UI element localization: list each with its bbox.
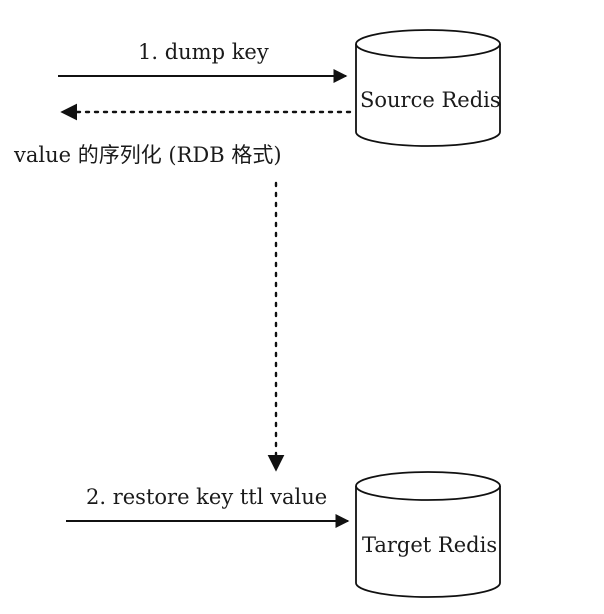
value-edge-label: value 的序列化 (RDB 格式) [14, 143, 282, 167]
source-redis-label: Source Redis [360, 88, 501, 112]
target-redis-node [355, 471, 501, 598]
restore-edge-label: 2. restore key ttl value [86, 485, 328, 509]
dump-edge-label: 1. dump key [138, 40, 269, 64]
source-redis-node [355, 29, 501, 147]
target-redis-label: Target Redis [362, 533, 498, 557]
